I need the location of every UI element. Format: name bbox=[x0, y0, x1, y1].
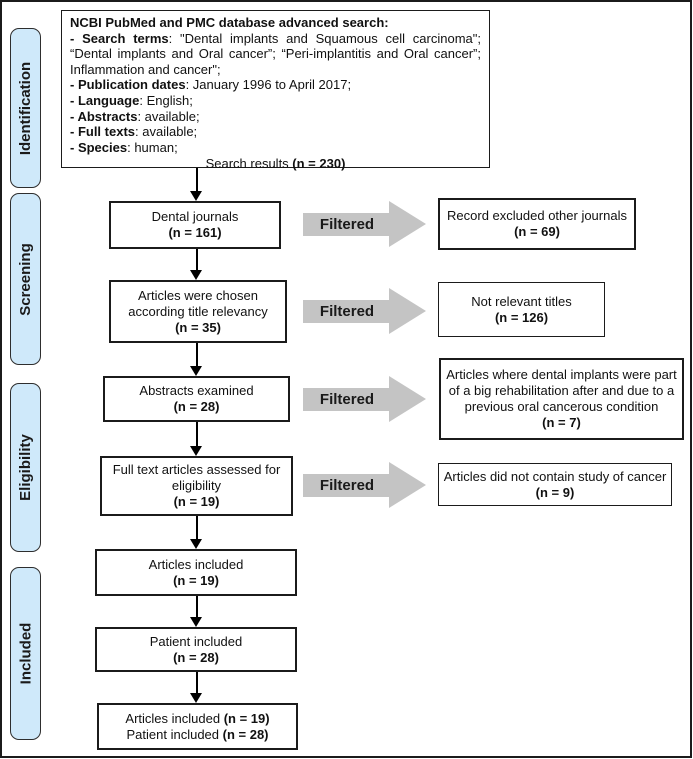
stage-label-screening: Screening bbox=[10, 193, 41, 365]
flow-box-abstracts-examined: Abstracts examined (n = 28) bbox=[103, 376, 290, 422]
down-arrow bbox=[190, 343, 203, 376]
block-arrowhead-icon bbox=[389, 288, 426, 334]
search-results-line: Search results (n = 230) bbox=[205, 156, 346, 172]
flow-box-articles-included: Articles included (n = 19) bbox=[95, 549, 297, 596]
search-criteria-language: - Language: English; bbox=[70, 92, 193, 108]
stage-label-text: Eligibility bbox=[17, 434, 34, 501]
excluded-box-not-relevant-titles: Not relevant titles (n = 126) bbox=[438, 282, 605, 337]
arrowhead-icon bbox=[190, 191, 202, 201]
flow-box-title-relevancy: Articles were chosen according title rel… bbox=[109, 280, 287, 343]
block-arrowhead-icon bbox=[389, 376, 426, 422]
filtered-arrow-label: Filtered bbox=[319, 390, 375, 408]
stage-label-text: Identification bbox=[17, 61, 34, 155]
down-arrow bbox=[190, 422, 203, 456]
stage-label-included: Included bbox=[10, 567, 41, 740]
block-arrowhead-icon bbox=[389, 462, 426, 508]
down-arrow bbox=[190, 516, 203, 549]
arrowhead-icon bbox=[190, 446, 202, 456]
stage-label-text: Screening bbox=[17, 242, 34, 316]
search-criteria-terms: - Search terms: "Dental implants and Squ… bbox=[70, 30, 481, 77]
flow-box-dental-journals: Dental journals (n = 161) bbox=[109, 201, 281, 249]
search-criteria-fulltexts: - Full texts: available; bbox=[70, 124, 198, 140]
arrowhead-icon bbox=[190, 270, 202, 280]
arrowhead-icon bbox=[190, 693, 202, 703]
excluded-box-no-cancer-study: Articles did not contain study of cancer… bbox=[438, 463, 672, 506]
excluded-box-rehabilitation-cases: Articles where dental implants were part… bbox=[439, 358, 684, 440]
flow-box-full-text-assessed: Full text articles assessed for eligibil… bbox=[100, 456, 293, 516]
search-strategy-box: NCBI PubMed and PMC database advanced se… bbox=[61, 10, 490, 171]
down-arrow bbox=[190, 596, 203, 627]
stage-label-eligibility: Eligibility bbox=[10, 383, 41, 552]
search-criteria-abstracts: - Abstracts: available; bbox=[70, 108, 200, 124]
filtered-arrow: Filtered bbox=[303, 201, 426, 247]
search-strategy-title: NCBI PubMed and PMC database advanced se… bbox=[70, 15, 389, 30]
down-arrow bbox=[190, 672, 203, 703]
search-criteria-species: - Species: human; bbox=[70, 139, 178, 155]
flow-box-final-summary: Articles included (n = 19) Patient inclu… bbox=[97, 703, 298, 750]
search-criteria-dates: - Publication dates: January 1996 to Apr… bbox=[70, 77, 352, 93]
excluded-box-other-journals: Record excluded other journals (n = 69) bbox=[438, 198, 636, 250]
stage-label-identification: Identification bbox=[10, 28, 41, 188]
stage-label-text: Included bbox=[17, 622, 35, 685]
flow-box-patients-included: Patient included (n = 28) bbox=[95, 627, 297, 672]
filtered-arrow-label: Filtered bbox=[319, 302, 375, 320]
down-arrow bbox=[190, 168, 203, 201]
arrowhead-icon bbox=[190, 539, 202, 549]
arrowhead-icon bbox=[190, 617, 202, 627]
filtered-arrow-label: Filtered bbox=[319, 215, 375, 233]
filtered-arrow: Filtered bbox=[303, 288, 426, 334]
filtered-arrow-label: Filtered bbox=[319, 476, 375, 494]
block-arrowhead-icon bbox=[389, 201, 426, 247]
filtered-arrow: Filtered bbox=[303, 462, 426, 508]
filtered-arrow: Filtered bbox=[303, 376, 426, 422]
down-arrow bbox=[190, 249, 203, 280]
arrowhead-icon bbox=[190, 366, 202, 376]
